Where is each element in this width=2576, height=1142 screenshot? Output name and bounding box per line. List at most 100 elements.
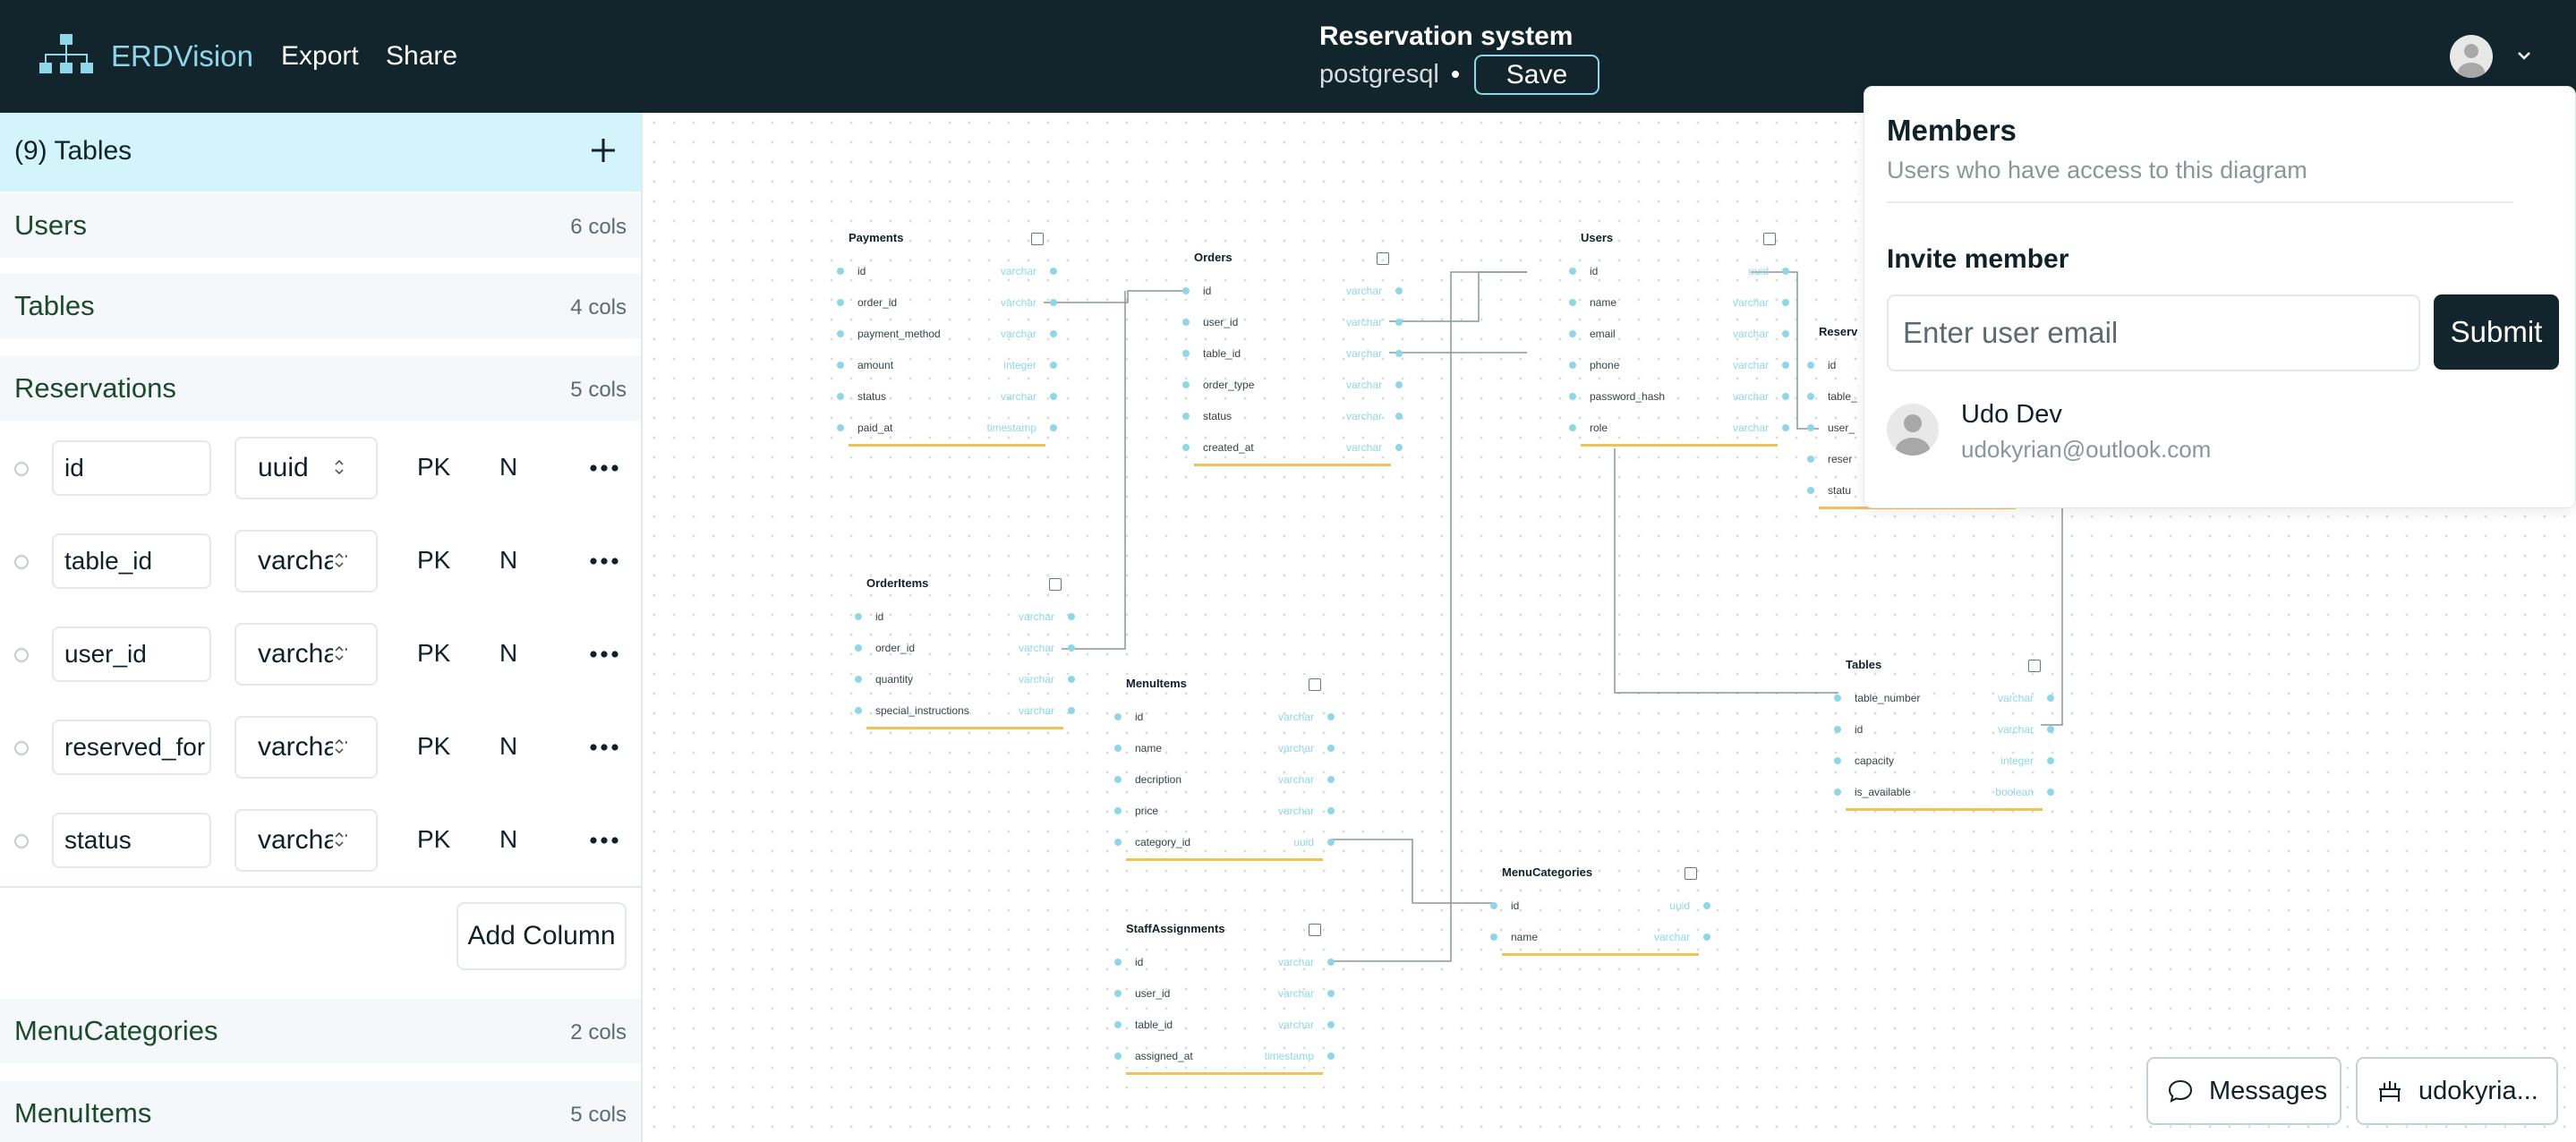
column-name-input[interactable]: user_id [52, 626, 211, 682]
add-column-button[interactable]: Add Column [456, 902, 627, 970]
table-grid-icon[interactable] [1763, 233, 1776, 245]
connection-handle[interactable] [1834, 726, 1841, 733]
column-select-radio[interactable] [14, 555, 29, 569]
connection-handle[interactable] [855, 644, 862, 652]
connection-handle[interactable] [1050, 268, 1057, 275]
table-grid-icon[interactable] [1685, 867, 1697, 880]
connection-handle[interactable] [1327, 745, 1335, 752]
column-type-select[interactable]: varchar [235, 530, 378, 592]
connection-handle[interactable] [2047, 726, 2054, 733]
connection-handle[interactable] [1782, 299, 1789, 306]
table-grid-icon[interactable] [1031, 233, 1044, 245]
nullable-toggle[interactable]: N [499, 825, 518, 853]
messages-button[interactable]: Messages [2146, 1057, 2341, 1125]
column-select-radio[interactable] [14, 741, 29, 755]
connection-handle[interactable] [1327, 1021, 1335, 1028]
column-select-radio[interactable] [14, 834, 29, 848]
save-button[interactable]: Save [1474, 55, 1599, 95]
entity-header[interactable]: Users [1572, 222, 1787, 256]
connection-handle[interactable] [837, 330, 844, 337]
connection-handle[interactable] [1182, 381, 1190, 388]
primary-key-toggle[interactable]: PK [417, 453, 451, 481]
connection-handle[interactable] [1114, 713, 1122, 720]
connection-handle[interactable] [1395, 319, 1403, 326]
connection-handle[interactable] [1703, 933, 1710, 941]
connection-handle[interactable] [1327, 959, 1335, 966]
connection-handle[interactable] [1569, 424, 1576, 431]
table-item-menuitems[interactable]: MenuItems 5 cols [0, 1081, 641, 1142]
connection-handle[interactable] [1114, 745, 1122, 752]
brand-name[interactable]: ERDVision [111, 39, 253, 72]
connection-handle[interactable] [1114, 839, 1122, 846]
connection-handle[interactable] [1327, 1053, 1335, 1060]
connection-handle[interactable] [1807, 393, 1814, 400]
connection-handle[interactable] [1834, 695, 1841, 702]
connection-handle[interactable] [1807, 487, 1814, 494]
connection-handle[interactable] [1395, 381, 1403, 388]
table-item-menucategories[interactable]: MenuCategories 2 cols [0, 999, 641, 1063]
connection-handle[interactable] [1114, 1021, 1122, 1028]
table-item-reservations[interactable]: Reservations 5 cols [0, 356, 641, 421]
connection-handle[interactable] [2047, 788, 2054, 796]
more-options-icon[interactable] [589, 743, 619, 752]
connection-handle[interactable] [1782, 330, 1789, 337]
primary-key-toggle[interactable]: PK [417, 825, 451, 853]
connection-handle[interactable] [1395, 413, 1403, 420]
entity-header[interactable]: MenuItems [1117, 668, 1332, 702]
connection-handle[interactable] [837, 393, 844, 400]
more-options-icon[interactable] [589, 836, 619, 845]
connection-handle[interactable] [1182, 287, 1190, 294]
connection-handle[interactable] [1782, 362, 1789, 369]
connection-handle[interactable] [837, 424, 844, 431]
nullable-toggle[interactable]: N [499, 639, 518, 667]
entity-header[interactable]: MenuCategories [1493, 856, 1708, 891]
export-link[interactable]: Export [281, 41, 359, 71]
connection-handle[interactable] [1327, 839, 1335, 846]
connection-handle[interactable] [1569, 362, 1576, 369]
connection-handle[interactable] [1834, 788, 1841, 796]
table-grid-icon[interactable] [1377, 252, 1389, 265]
add-table-plus-icon[interactable] [585, 132, 621, 168]
column-type-select[interactable]: varchar [235, 623, 378, 686]
column-select-radio[interactable] [14, 462, 29, 476]
column-name-input[interactable]: status [52, 813, 211, 868]
connection-handle[interactable] [1050, 330, 1057, 337]
primary-key-toggle[interactable]: PK [417, 732, 451, 760]
entity-header[interactable]: Payments [840, 222, 1054, 256]
connection-handle[interactable] [1114, 990, 1122, 997]
connection-handle[interactable] [2047, 757, 2054, 764]
column-name-input[interactable]: id [52, 440, 211, 496]
connection-handle[interactable] [2047, 695, 2054, 702]
connection-handle[interactable] [1068, 613, 1075, 620]
connection-handle[interactable] [1807, 456, 1814, 463]
connection-handle[interactable] [855, 676, 862, 683]
connection-handle[interactable] [1327, 990, 1335, 997]
connection-handle[interactable] [855, 613, 862, 620]
more-options-icon[interactable] [589, 650, 619, 659]
